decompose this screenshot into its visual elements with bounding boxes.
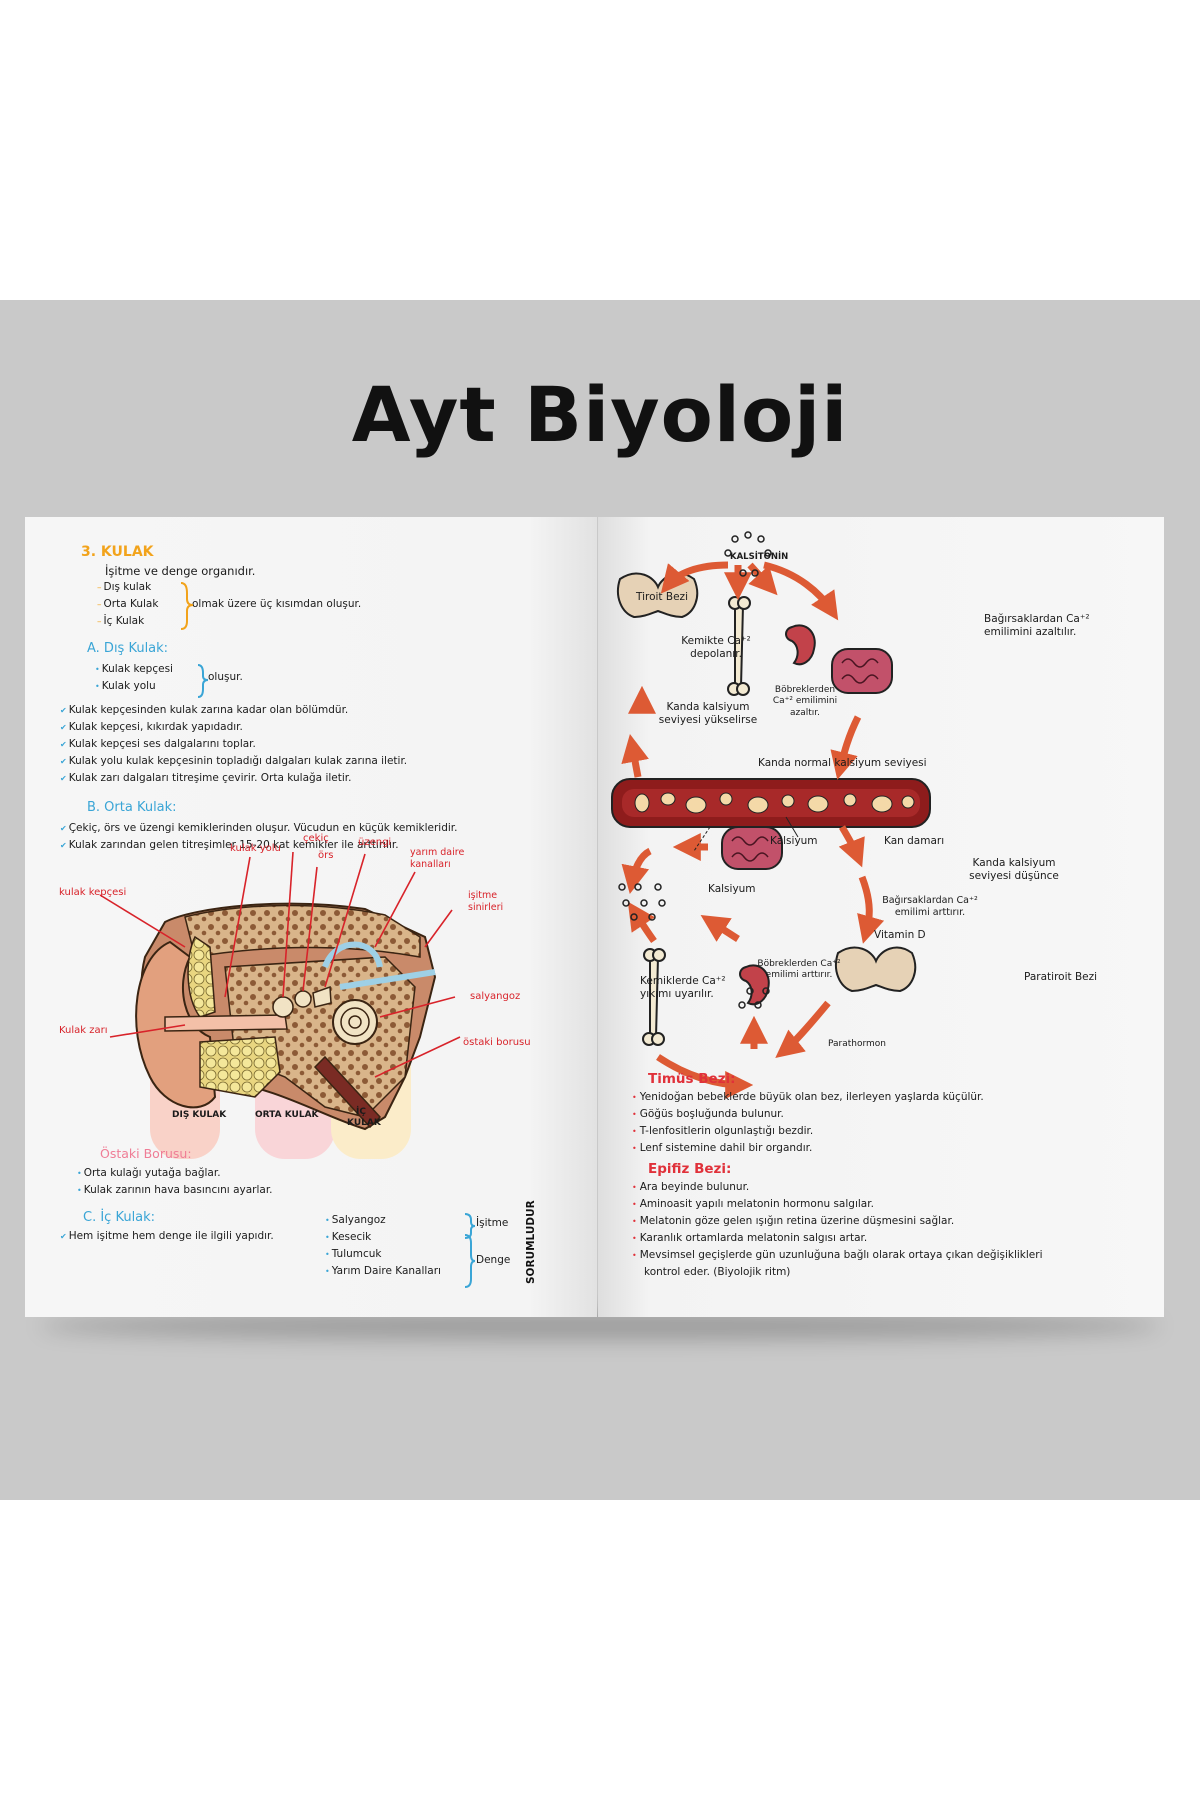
label-parathormon: Parathormon [828,1039,887,1049]
left-page-braces [180,582,476,1288]
ic-kulak-part: •Kesecik [325,1231,372,1243]
ear-anatomy-diagram [99,851,461,1159]
label-kalsitonin: KALSİTONİN [730,552,789,562]
ic-kulak-part: •Salyangoz [325,1214,386,1226]
label-tiroit-bezi: Tiroit Bezi [636,591,688,603]
label-uzengi: üzengi [358,837,392,848]
timus-fact: •Yenidoğan bebeklerde büyük olan bez, il… [632,1091,984,1103]
section-title-ostaki: Östaki Borusu: [100,1146,192,1161]
kulak-part: –İç Kulak [97,615,145,627]
label-ors: örs [318,850,334,861]
section-title-kulak: 3. KULAK [81,544,154,560]
label-kan-damari: Kan damarı [884,835,945,847]
label-isitme-sinirleri: işitme sinirleri [468,890,504,913]
label-bagirsak-azaltilir: Bağırsaklardan Ca⁺² emilimini azaltılır. [984,613,1090,639]
dis-kulak-fact: ✔Kulak kepçesi ses dalgalarını toplar. [60,738,256,750]
dis-kulak-part: •Kulak yolu [95,680,156,692]
epifiz-fact: •Mevsimsel geçişlerde gün uzunluğuna bağ… [632,1249,1043,1261]
section-title-ic-kulak: C. İç Kulak: [83,1210,156,1225]
ic-kulak-part: •Yarım Daire Kanalları [325,1265,441,1277]
dis-kulak-parts-note: oluşur. [208,671,243,683]
label-kemiklerde-yikim: Kemiklerde Ca⁺² yıkımı uyarılır. [640,975,726,1001]
ic-kulak-fact: ✔Hem işitme hem denge ile ilgili yapıdır… [60,1230,274,1242]
timus-fact: •Göğüs boşluğunda bulunur. [632,1108,784,1120]
dis-kulak-fact: ✔Kulak zarı dalgaları titreşime çevirir.… [60,772,352,784]
kulak-part: –Dış kulak [97,581,152,593]
label-salyangoz: salyangoz [470,991,521,1002]
kidney-top [785,624,816,666]
label-kulak-zari: Kulak zarı [59,1025,108,1036]
label-bobreklerden-azaltir: Böbreklerden Ca⁺² emilimini azaltır. [772,685,838,718]
label-bagirsak-arttirir: Bağırsaklardan Ca⁺² emilimi arttırır. [882,895,978,918]
label-kanda-normal: Kanda normal kalsiyum seviyesi [758,757,927,769]
epifiz-fact-continued: kontrol eder. (Biyolojik ritm) [644,1266,791,1278]
epifiz-fact: •Melatonin göze gelen ışığın retina üzer… [632,1215,955,1227]
label-kemikte-depolanir: Kemikte Ca⁺² depolanır. [681,635,751,661]
label-bobreklerden-arttirir: Böbreklerden Ca⁺² emilimi arttırır. [757,959,841,981]
label-kanda-yukselirse: Kanda kalsiyum seviyesi yükselirse [658,701,758,727]
page-title: Ayt Biyoloji [351,370,849,459]
ic-kulak-part: •Tulumcuk [325,1248,382,1260]
region-label-ic-kulak: İÇ KULAK [347,1107,381,1129]
section-title-timus: Timüs Bezi: [648,1071,736,1087]
kulak-intro: İşitme ve denge organıdır. [105,564,256,578]
ostaki-fact: •Orta kulağı yutağa bağlar. [77,1167,221,1179]
dis-kulak-part: •Kulak kepçesi [95,663,173,675]
group-label-isitme: İşitme [476,1217,509,1229]
section-title-epifiz: Epifiz Bezi: [648,1161,732,1177]
kidney-bottom [739,964,770,1006]
epifiz-fact: •Karanlık ortamlarda melatonin salgısı a… [632,1232,868,1244]
dis-kulak-fact: ✔Kulak kepçesinden kulak zarına kadar ol… [60,704,349,716]
dis-kulak-fact: ✔Kulak kepçesi, kıkırdak yapıdadır. [60,721,243,733]
orta-kulak-fact: ✔Çekiç, örs ve üzengi kemiklerinden oluş… [60,822,458,834]
section-title-dis-kulak: A. Dış Kulak: [87,641,169,656]
calcium-regulation-diagram [611,531,931,1099]
section-title-orta-kulak: B. Orta Kulak: [87,800,177,815]
orta-kulak-fact: ✔Kulak zarından gelen titreşimler 15-20 … [60,839,399,851]
region-label-orta-kulak: ORTA KULAK [255,1110,319,1120]
timus-fact: •Lenf sistemine dahil bir organdır. [632,1142,813,1154]
epifiz-fact: •Aminoasit yapılı melatonin hormonu salg… [632,1198,874,1210]
label-kalsiyum: Kalsiyum [770,835,818,847]
label-kulak-kepcesi: kulak kepçesi [59,887,127,898]
left-page: 3. KULAK İşitme ve denge organıdır. –Dış… [25,517,597,1317]
parathyroid-gland [834,946,917,993]
ostaki-fact: •Kulak zarının hava basıncını ayarlar. [77,1184,273,1196]
kulak-part: –Orta Kulak [97,598,159,610]
intestine-top [831,648,893,694]
kulak-parts-note: olmak üzere üç kısımdan oluşur. [192,598,362,610]
right-page: KALSİTONİN Tiroit Bezi Kemikte Ca⁺² depo… [598,517,1164,1317]
label-kanda-dusunce: Kanda kalsiyum seviyesi düşünce [969,857,1059,883]
label-cekic: çekiç [303,833,329,844]
label-kulak-yolu: kulak yolu [230,843,281,854]
group-label-denge: Denge [476,1254,511,1266]
dis-kulak-fact: ✔Kulak yolu kulak kepçesinin topladığı d… [60,755,408,767]
label-kalsiyum-dots: Kalsiyum [708,883,756,895]
label-vitamin-d: Vitamin D [874,929,926,941]
epifiz-fact: •Ara beyinde bulunur. [632,1181,750,1193]
label-paratiroit-bezi: Paratiroit Bezi [1024,971,1098,983]
region-label-dis-kulak: DIŞ KULAK [172,1110,227,1120]
label-ostaki-borusu: östaki borusu [463,1037,531,1048]
timus-fact: •T-lenfositlerin olgunlaştığı bezdir. [632,1125,814,1137]
label-yarim-daire-kanallari: yarım daire kanalları [410,847,465,870]
